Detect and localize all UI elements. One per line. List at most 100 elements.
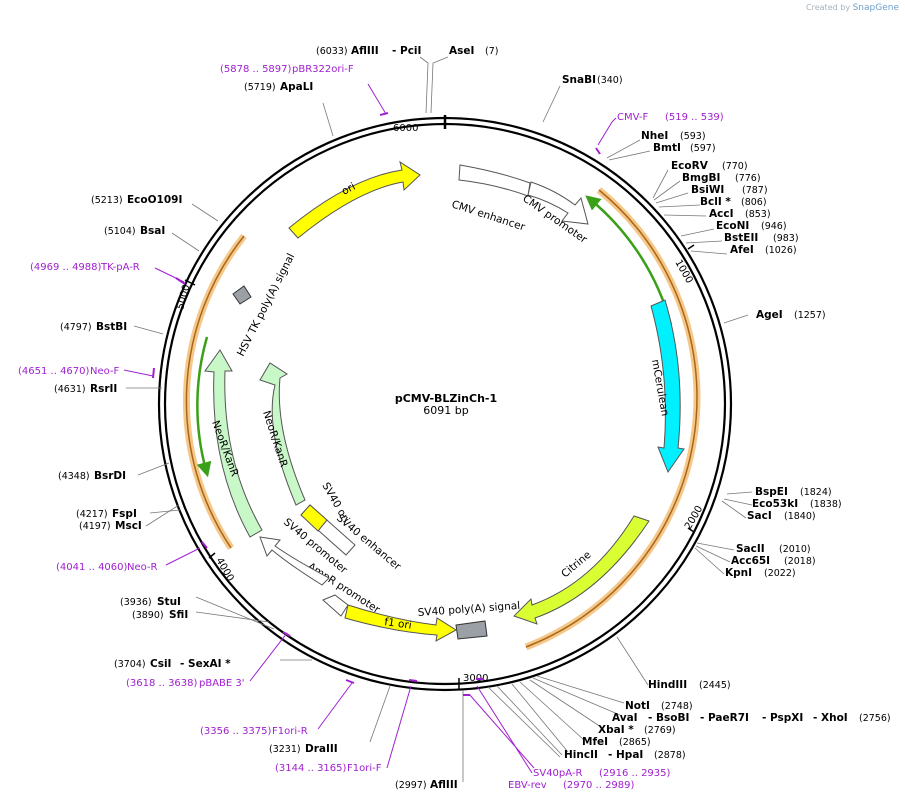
enzyme-label: HincII (564, 749, 598, 761)
enzyme-pos: (2865) (619, 737, 651, 748)
cmv-enhancer-label: CMV enhancer (450, 198, 527, 233)
neor-outer-arrow (204, 349, 263, 538)
enzyme-pos: (5104) (104, 226, 136, 237)
primer-range: (3144 .. 3165) (275, 763, 347, 774)
enzyme-pos: (593) (680, 131, 706, 142)
sv40-polya-label: SV40 poly(A) signal (417, 600, 520, 619)
primer-label: pBR322ori-F (292, 64, 354, 75)
enzyme-label: - SexAI * (180, 658, 231, 670)
enzyme-pos: (4217) (76, 509, 108, 520)
enzyme-pos: (2756) (859, 713, 891, 724)
enzyme-label: AflIII (351, 45, 379, 57)
enzyme-pos: (4348) (58, 471, 90, 482)
enzyme-pos: (3704) (114, 659, 146, 670)
primer-label: SV40pA-R (533, 768, 582, 779)
primer-label: Neo-F (90, 366, 120, 377)
primer-label: Neo-R (127, 562, 158, 573)
enzyme-label: SfiI (169, 609, 188, 621)
f1-ori-label: f1 ori (384, 616, 413, 632)
enzyme-label: KpnI (725, 567, 752, 579)
enzyme-label: DraIII (305, 743, 338, 755)
enzyme-pos: (2769) (644, 725, 676, 736)
enzyme-label: BstBI (96, 321, 127, 333)
enzyme-pos: (340) (597, 75, 623, 86)
neor-inner-arrow (259, 362, 306, 506)
enzyme-label: BspEI (755, 486, 788, 498)
enzyme-label: SacII (736, 543, 765, 555)
enzyme-leaders (126, 56, 753, 782)
primer-leaders (123, 83, 617, 774)
enzyme-pos: (2748) (661, 701, 693, 712)
tick-3000: 3000 (463, 673, 488, 684)
enzyme-label: SnaBI (562, 74, 596, 86)
enzyme-pos: (2018) (784, 556, 816, 567)
sv40-promoter-arrow (259, 536, 330, 586)
primer-label: TK-pA-R (100, 262, 140, 273)
enzyme-pos: (787) (742, 185, 768, 196)
primer-range: (3356 .. 3375) (200, 726, 272, 737)
citrine-arrow (513, 515, 650, 625)
plasmid-name: pCMV-BLZinCh-1 (395, 392, 497, 405)
enzyme-label: HindIII (648, 679, 687, 691)
enzyme-label: BclI * (700, 196, 731, 208)
enzyme-label: BsrDI (94, 470, 126, 482)
enzyme-pos: (1026) (765, 245, 797, 256)
tick-6000: 6000 (393, 123, 418, 134)
enzyme-pos: (2997) (395, 780, 427, 791)
primer-labels: (5878 .. 5897) pBR322ori-F CMV-F (519 ..… (18, 64, 724, 791)
mcerulean-arrow (650, 299, 685, 474)
enzyme-label: - HpaI (608, 749, 643, 761)
primer-label: pBABE 3' (199, 678, 245, 689)
enzyme-label: BstEII (724, 232, 758, 244)
snapgene-credit: Created by SnapGene (806, 3, 899, 13)
enzyme-pos: (2445) (699, 680, 731, 691)
sv40-ori-box (300, 504, 328, 532)
enzyme-label: - PciI (392, 45, 421, 57)
enzyme-label: - PaeR7I (700, 712, 749, 724)
ori-arrow (288, 160, 421, 239)
enzyme-label: SacI (747, 510, 772, 522)
green-arc-left (196, 336, 212, 478)
enzyme-label: AvaI (612, 712, 638, 724)
enzyme-pos: (1838) (810, 499, 842, 510)
enzyme-pos: (3231) (269, 744, 301, 755)
enzyme-label: AgeI (756, 309, 783, 321)
hsv-tk-polya-label: HSV TK poly(A) signal (235, 252, 297, 359)
enzyme-label: - PspXI (762, 712, 803, 724)
enzyme-label: NheI (641, 130, 668, 142)
enzyme-label: RsrII (90, 383, 117, 395)
enzyme-pos: (7) (485, 46, 498, 57)
enzyme-pos: (946) (761, 221, 787, 232)
enzyme-label: XbaI * (598, 724, 634, 736)
enzyme-label: ApaLI (280, 81, 313, 93)
enzyme-pos: (2010) (779, 544, 811, 555)
enzyme-pos: (2878) (654, 750, 686, 761)
enzyme-pos: (806) (741, 197, 767, 208)
enzyme-label: BmtI (653, 142, 681, 154)
enzyme-pos: (983) (773, 233, 799, 244)
enzyme-pos: (3890) (132, 610, 164, 621)
primer-range: (2970 .. 2989) (563, 780, 635, 791)
enzyme-pos: (6033) (316, 46, 348, 57)
plasmid-size: 6091 bp (423, 404, 468, 417)
cmv-enhancer-arrow (458, 164, 531, 197)
enzyme-label: BsiWI (691, 184, 724, 196)
enzyme-pos: (770) (722, 161, 748, 172)
enzyme-label: AfeI (730, 244, 754, 256)
enzyme-labels: (6033) AflIII - PciI AseI (7) SnaBI (340… (54, 45, 891, 791)
primer-label: CMV-F (617, 112, 648, 123)
enzyme-label: AccI (709, 208, 733, 220)
enzyme-pos: (853) (745, 209, 771, 220)
enzyme-pos: (4631) (54, 384, 86, 395)
enzyme-label: - XhoI (813, 712, 848, 724)
enzyme-pos: (4797) (60, 322, 92, 333)
enzyme-label: - BsoBI (648, 712, 689, 724)
enzyme-label: CsiI (150, 658, 171, 670)
primer-label: F1ori-F (347, 763, 382, 774)
tick-5000: 5000 (175, 283, 192, 310)
cmv-promoter-arrow (527, 181, 589, 225)
ampr-promoter-arrow (322, 594, 349, 617)
hsv-tk-polya-box (232, 285, 252, 305)
tick-4000: 4000 (213, 556, 235, 584)
enzyme-label: EcoNI (716, 220, 749, 232)
